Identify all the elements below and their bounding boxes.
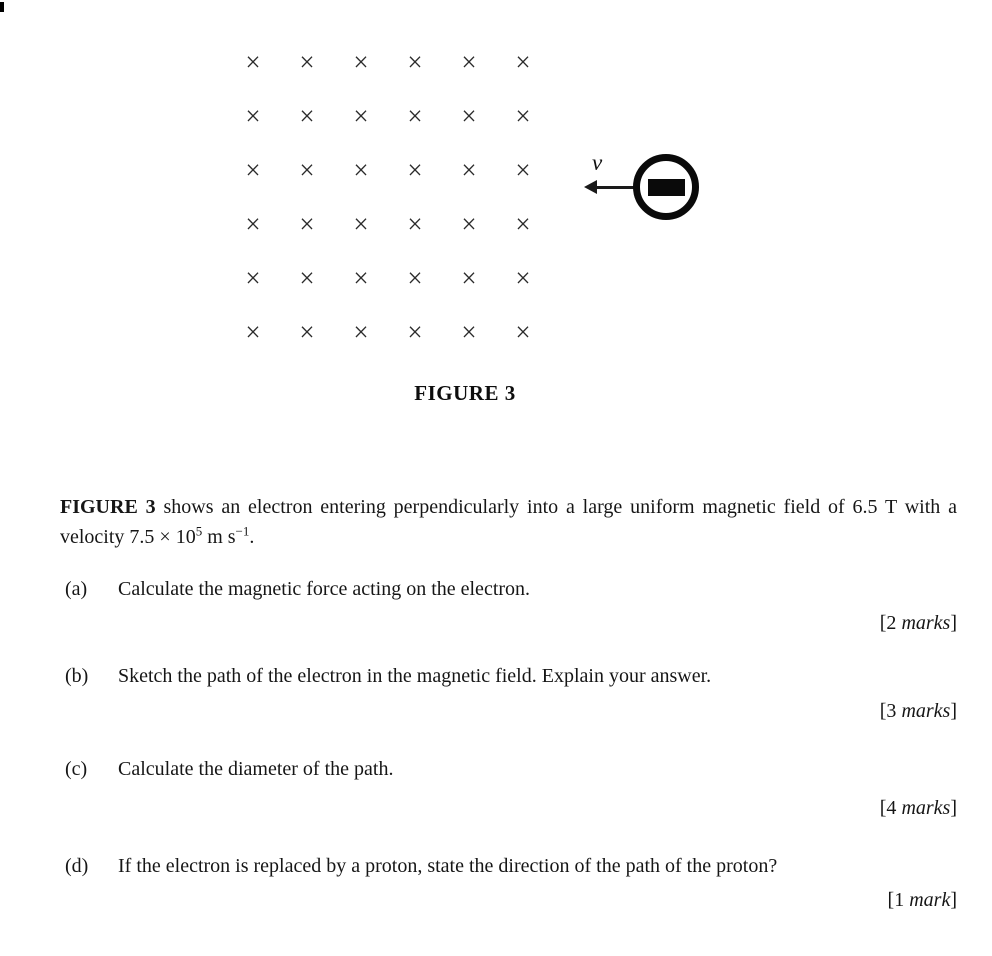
question-d-marks: [1 mark] [60,888,957,912]
velocity-arrowhead-icon [584,180,597,194]
field-into-page-marker: × [407,100,423,131]
question-d-label: (d) [65,855,89,877]
marks-bracket-open: [1 [887,889,910,911]
marks-word: marks [901,797,951,819]
field-into-page-marker: × [245,208,261,239]
field-into-page-marker: × [353,262,369,293]
velocity-label: v [592,150,603,175]
marks-bracket-close: ] [950,700,957,722]
marks-bracket-close: ] [950,797,957,819]
figure-caption: FIGURE 3 [414,381,516,405]
field-into-page-marker: × [407,316,423,347]
field-into-page-marker: × [515,100,531,131]
field-into-page-marker: × [245,100,261,131]
electron-circle-icon [633,154,699,220]
field-into-page-marker: × [407,154,423,185]
marks-bracket-open: [4 [879,797,902,819]
field-into-page-marker: × [245,262,261,293]
field-into-page-marker: × [353,316,369,347]
field-into-page-marker: × [245,154,261,185]
question-a-label: (a) [65,578,88,600]
question-b: (b) Sketch the path of the electron in t… [60,664,957,688]
field-into-page-marker: × [353,46,369,77]
marks-word: marks [901,612,951,634]
question-c-marks: [4 marks] [60,796,957,820]
question-a-marks: [2 marks] [60,611,957,635]
field-into-page-marker: × [461,46,477,77]
field-into-page-marker: × [299,316,315,347]
field-into-page-marker: × [353,100,369,131]
field-into-page-marker: × [515,46,531,77]
question-b-label: (b) [65,665,89,687]
field-into-page-marker: × [515,316,531,347]
marks-word: mark [909,889,951,911]
magnetic-field-grid: × × × × × × × × × × × × × × × × × × × × × × × × × × × × × × × × × × × × [226,35,550,359]
field-into-page-marker: × [461,154,477,185]
question-a-text: Calculate the magnetic force acting on t… [118,578,531,600]
intro-paragraph: FIGURE 3 shows an electron entering perp… [60,492,957,552]
page-edge-artifact [0,2,4,12]
velocity-arrow [592,186,634,189]
field-into-page-marker: × [299,262,315,293]
field-into-page-marker: × [353,208,369,239]
marks-bracket-close: ] [950,889,957,911]
question-d: (d) If the electron is replaced by a pro… [60,854,957,878]
marks-bracket-close: ] [950,612,957,634]
question-a: (a) Calculate the magnetic force acting … [60,577,957,601]
question-c-text: Calculate the diameter of the path. [118,758,394,780]
field-into-page-marker: × [515,154,531,185]
figure-reference: FIGURE 3 [60,496,156,518]
field-into-page-marker: × [461,208,477,239]
field-into-page-marker: × [353,154,369,185]
minus-sign-icon [648,179,685,196]
field-into-page-marker: × [515,262,531,293]
field-into-page-marker: × [299,154,315,185]
field-into-page-marker: × [299,100,315,131]
field-into-page-marker: × [407,208,423,239]
field-into-page-marker: × [461,316,477,347]
marks-bracket-open: [2 [879,612,902,634]
exponent: 5 [195,523,203,539]
intro-period: . [249,526,255,548]
field-into-page-marker: × [515,208,531,239]
question-d-text: If the electron is replaced by a proton,… [118,855,778,877]
intro-text: shows an electron entering perpendicular… [60,496,957,548]
field-into-page-marker: × [461,262,477,293]
question-b-marks: [3 marks] [60,699,957,723]
question-c-label: (c) [65,758,88,780]
field-into-page-marker: × [299,208,315,239]
field-into-page-marker: × [407,46,423,77]
field-into-page-marker: × [245,316,261,347]
field-into-page-marker: × [461,100,477,131]
field-into-page-marker: × [245,46,261,77]
marks-bracket-open: [3 [879,700,902,722]
field-into-page-marker: × [407,262,423,293]
marks-word: marks [901,700,951,722]
field-into-page-marker: × [299,46,315,77]
intro-units: m s [202,526,236,548]
exponent-negative: −1 [235,523,250,539]
question-c: (c) Calculate the diameter of the path. [60,757,957,781]
question-b-text: Sketch the path of the electron in the m… [118,665,712,687]
